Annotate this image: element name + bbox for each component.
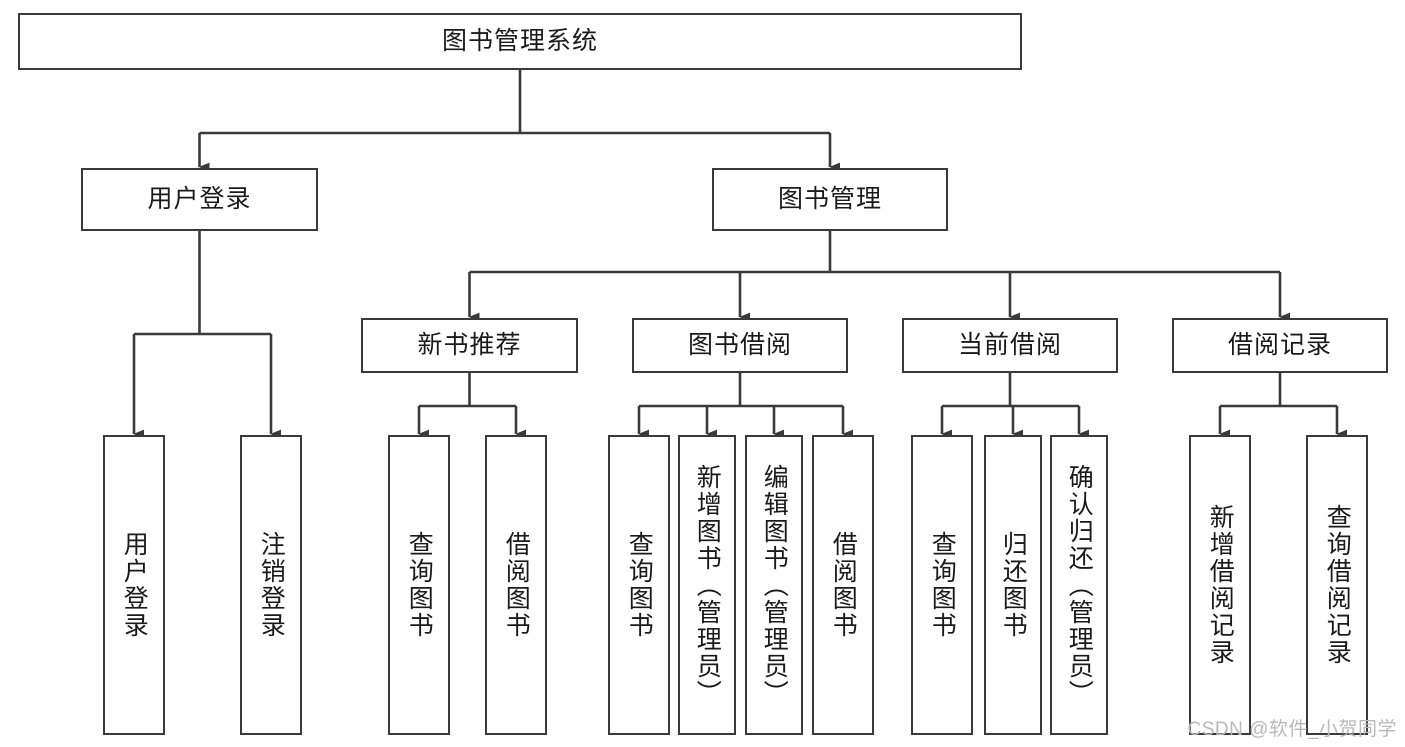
node-label: 新增图书（管理员）	[693, 463, 722, 707]
node-label: 查询借阅记录	[1323, 504, 1352, 666]
node-label: 借阅图书	[829, 531, 858, 639]
node-label: 当前借阅	[957, 330, 1062, 359]
node-leaf-query-book-1[interactable]: 查询图书	[388, 435, 450, 735]
node-label: 确认归还（管理员）	[1065, 463, 1094, 707]
node-label: 编辑图书（管理员）	[760, 463, 789, 707]
node-leaf-user-login[interactable]: 用户登录	[103, 435, 165, 735]
node-leaf-query-book-2[interactable]: 查询图书	[608, 435, 670, 735]
node-leaf-add-book[interactable]: 新增图书（管理员）	[678, 435, 736, 735]
node-leaf-query-book-3[interactable]: 查询图书	[911, 435, 973, 735]
node-label: 注销登录	[257, 531, 286, 639]
node-leaf-borrow-book-2[interactable]: 借阅图书	[812, 435, 874, 735]
node-label: 查询图书	[405, 531, 434, 639]
node-label: 归还图书	[999, 531, 1028, 639]
node-leaf-query-record[interactable]: 查询借阅记录	[1306, 435, 1368, 735]
node-leaf-add-record[interactable]: 新增借阅记录	[1189, 435, 1251, 735]
watermark-text: CSDN @软件_小贺同学	[1187, 719, 1397, 740]
node-root[interactable]: 图书管理系统	[18, 13, 1022, 70]
node-label: 查询图书	[625, 531, 654, 639]
node-label: 新书推荐	[417, 330, 522, 359]
node-label: 用户登录	[120, 531, 149, 639]
node-book-borrow[interactable]: 图书借阅	[632, 318, 848, 373]
node-label: 借阅图书	[502, 531, 531, 639]
node-book-management[interactable]: 图书管理	[712, 168, 948, 231]
node-label: 图书借阅	[687, 330, 792, 359]
node-borrow-record[interactable]: 借阅记录	[1172, 318, 1388, 373]
node-user-login[interactable]: 用户登录	[81, 168, 318, 231]
node-current-borrow[interactable]: 当前借阅	[902, 318, 1118, 373]
node-leaf-confirm-return[interactable]: 确认归还（管理员）	[1050, 435, 1108, 735]
node-label: 新增借阅记录	[1206, 504, 1235, 666]
node-label: 图书管理	[777, 184, 882, 213]
node-label: 查询图书	[928, 531, 957, 639]
node-label: 借阅记录	[1227, 330, 1332, 359]
node-leaf-borrow-book-1[interactable]: 借阅图书	[485, 435, 547, 735]
node-label: 用户登录	[147, 184, 252, 213]
node-leaf-return-book[interactable]: 归还图书	[984, 435, 1042, 735]
node-leaf-user-logout[interactable]: 注销登录	[240, 435, 302, 735]
node-label: 图书管理系统	[441, 26, 598, 55]
node-leaf-edit-book[interactable]: 编辑图书（管理员）	[745, 435, 803, 735]
node-new-book-recommend[interactable]: 新书推荐	[361, 318, 578, 373]
